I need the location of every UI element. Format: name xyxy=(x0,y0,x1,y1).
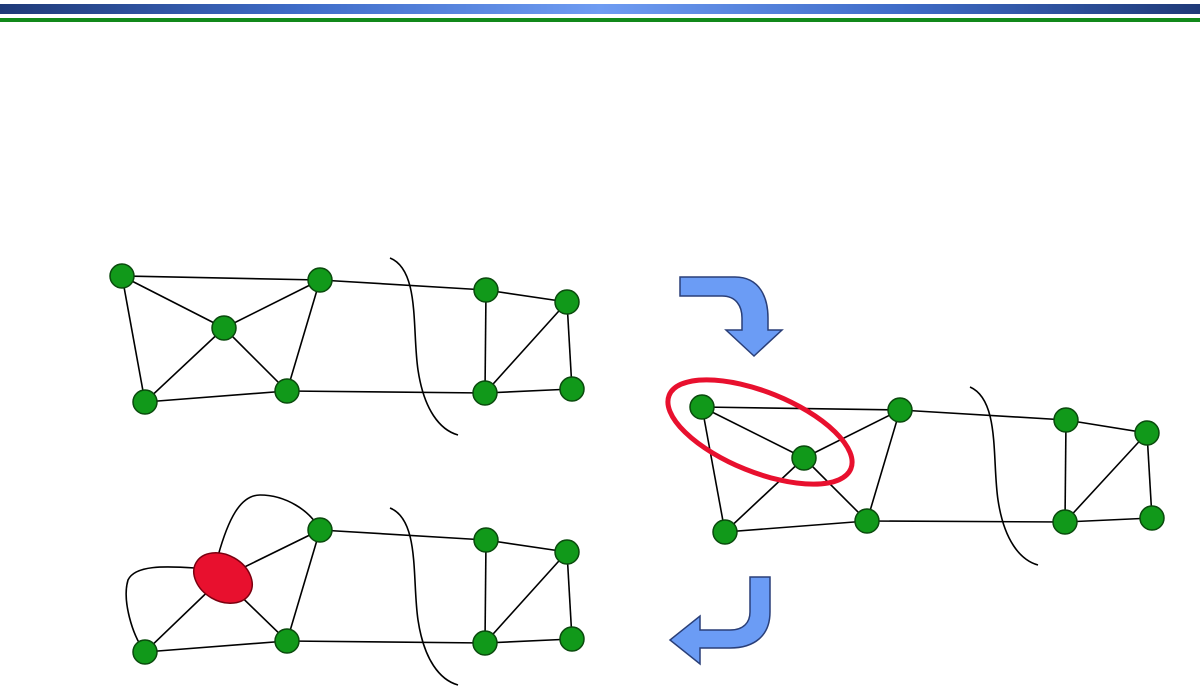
graph-node xyxy=(274,378,300,404)
edge xyxy=(701,406,726,533)
edge xyxy=(803,409,901,459)
graph-node xyxy=(473,277,499,303)
graph-node xyxy=(109,263,135,289)
edge xyxy=(484,388,573,394)
graph-node xyxy=(1134,420,1160,446)
edge xyxy=(125,566,196,653)
cut-curve xyxy=(389,507,459,686)
graph-node xyxy=(211,315,237,341)
graph-node xyxy=(307,517,333,543)
edge xyxy=(803,457,868,522)
edge xyxy=(286,279,321,392)
edge xyxy=(1146,432,1153,519)
edge xyxy=(319,279,487,291)
graph-node xyxy=(791,445,817,471)
edge xyxy=(1064,419,1067,523)
edge xyxy=(484,539,487,644)
edge xyxy=(566,301,573,390)
edge xyxy=(866,520,1066,523)
edge xyxy=(899,409,1067,421)
edge xyxy=(286,529,321,642)
edge xyxy=(223,327,288,392)
graph-node xyxy=(712,519,738,545)
edge xyxy=(1065,419,1148,434)
edge xyxy=(485,539,568,553)
graph-highlighted xyxy=(665,377,1165,566)
graph-original xyxy=(109,257,585,436)
edge xyxy=(866,409,901,522)
graph-node xyxy=(887,397,913,423)
edge xyxy=(286,390,486,394)
edge xyxy=(1064,432,1148,523)
edge xyxy=(484,301,568,394)
edge xyxy=(286,640,486,644)
edge xyxy=(724,457,805,533)
edge xyxy=(121,275,146,403)
graph-node xyxy=(132,639,158,665)
edge xyxy=(566,551,573,640)
graph-node xyxy=(274,628,300,654)
graph-node xyxy=(472,630,498,656)
graph-node xyxy=(132,389,158,415)
edge xyxy=(121,275,321,281)
arrow-to-highlighted xyxy=(679,276,784,358)
edge xyxy=(144,327,225,403)
edge xyxy=(484,551,568,644)
highlight-ellipse xyxy=(665,377,855,487)
graph-node xyxy=(854,508,880,534)
graph-node xyxy=(473,527,499,553)
contracted-node xyxy=(193,552,253,604)
header-gradient-bar xyxy=(0,4,1200,14)
graph-node xyxy=(559,376,585,402)
edge xyxy=(319,529,487,541)
cut-curve xyxy=(389,257,459,436)
edge xyxy=(701,406,805,459)
edge xyxy=(724,520,868,533)
edge xyxy=(484,638,573,644)
edge xyxy=(121,275,225,329)
graph-node xyxy=(307,267,333,293)
graph-node xyxy=(554,539,580,565)
edge xyxy=(144,390,288,403)
graph-node xyxy=(559,626,585,652)
graph-node xyxy=(1052,509,1078,535)
edge xyxy=(1064,517,1153,523)
graph-node xyxy=(1053,407,1079,433)
header-green-line xyxy=(0,18,1200,22)
cut-curve xyxy=(969,386,1039,566)
graph-node xyxy=(1139,505,1165,531)
edge xyxy=(217,494,321,557)
graph-contracted xyxy=(125,494,585,686)
edge xyxy=(485,289,568,303)
arrow-to-contracted xyxy=(668,576,771,666)
edge xyxy=(484,289,487,394)
edge xyxy=(144,640,288,653)
edge xyxy=(223,279,321,329)
graph-node xyxy=(472,380,498,406)
graph-node xyxy=(554,289,580,315)
graph-node xyxy=(689,394,715,420)
